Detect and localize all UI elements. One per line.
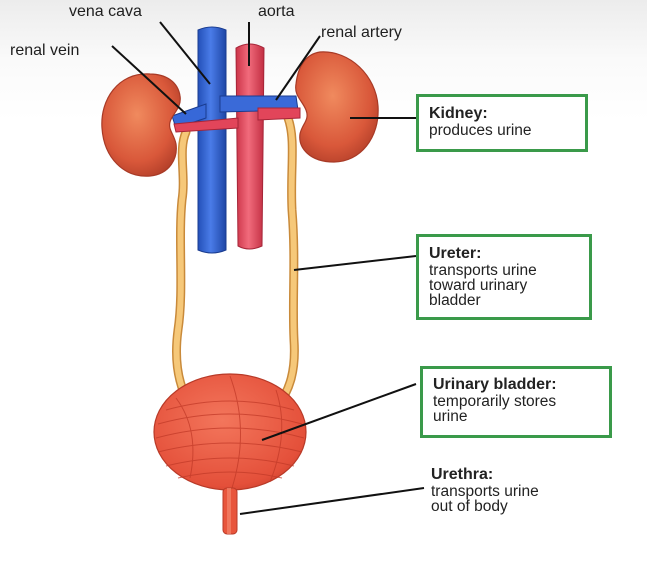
ureter-description: Ureter: transports urine toward urinary … (429, 245, 537, 308)
vena-cava (197, 26, 227, 254)
left-kidney (101, 73, 181, 177)
bladder-muscle-lines (155, 375, 305, 489)
leader-lines (111, 21, 425, 515)
ureter-callout-box: Ureter: transports urine toward urinary … (416, 234, 592, 320)
kidney-description: Kidney: produces urine (429, 105, 532, 138)
urethra-title: Urethra: (431, 466, 494, 483)
bladder-line: urine (433, 408, 468, 425)
renal-artery-label: renal artery (321, 24, 402, 41)
bladder-callout-box: Urinary bladder: temporarily stores urin… (420, 366, 612, 438)
vena-cava-label: vena cava (69, 3, 142, 20)
aorta (235, 43, 265, 250)
urethra-line: out of body (431, 498, 508, 515)
ureter-line: bladder (429, 292, 481, 309)
renal-artery (257, 107, 301, 121)
aorta-label: aorta (258, 3, 295, 20)
kidney-line: produces urine (429, 122, 532, 139)
bladder-line: temporarily stores (433, 393, 557, 410)
bladder-description: Urinary bladder: temporarily stores urin… (433, 376, 557, 424)
kidney-callout-box: Kidney: produces urine (416, 94, 588, 152)
urethra-description: Urethra: transports urine out of body (431, 466, 539, 514)
ureter-line: transports urine (429, 262, 537, 279)
right-kidney (295, 51, 379, 163)
renal-vein-label: renal vein (10, 42, 80, 59)
bladder-title: Urinary bladder: (433, 376, 557, 393)
ureter-title: Ureter: (429, 245, 482, 262)
kidney-title: Kidney: (429, 105, 488, 122)
urethra-line: transports urine (431, 483, 539, 500)
ureter-line: toward urinary (429, 277, 528, 294)
